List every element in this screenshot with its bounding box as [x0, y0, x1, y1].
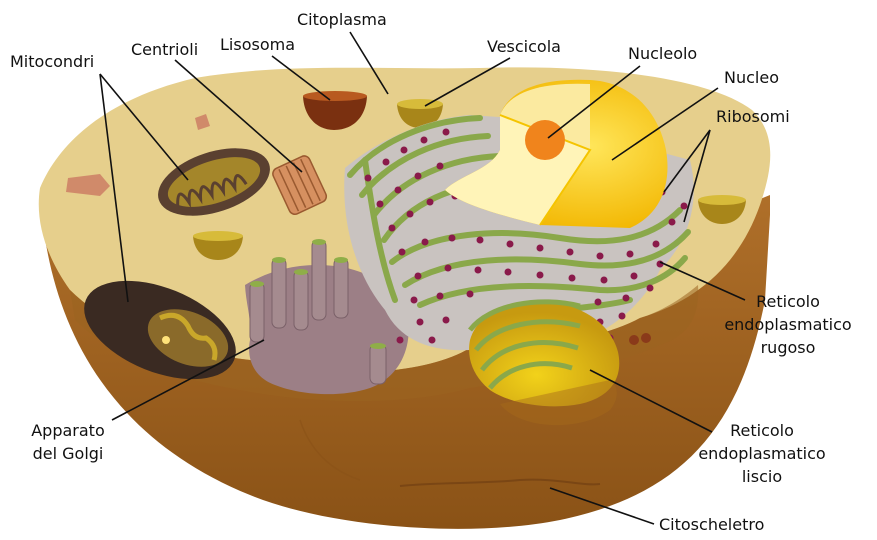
- label-mitocondri: Mitocondri: [10, 52, 94, 71]
- label-reticolo-rugoso-1: Reticolo: [756, 292, 820, 311]
- label-reticolo-liscio-3: liscio: [742, 467, 782, 486]
- ribosome-cluster: [629, 335, 639, 345]
- label-reticolo-rugoso-3: rugoso: [761, 338, 816, 357]
- label-reticolo-rugoso-2: endoplasmatico: [724, 315, 851, 334]
- label-apparato-golgi-2: del Golgi: [33, 444, 104, 463]
- label-reticolo-liscio-1: Reticolo: [730, 421, 794, 440]
- label-lisosoma: Lisosoma: [220, 35, 295, 54]
- label-apparato-golgi-1: Apparato: [31, 421, 105, 440]
- label-citoplasma: Citoplasma: [297, 10, 387, 29]
- label-centrioli: Centrioli: [131, 40, 198, 59]
- label-nucleolo: Nucleolo: [628, 44, 697, 63]
- label-vescicola: Vescicola: [487, 37, 561, 56]
- ribosome-cluster: [641, 333, 651, 343]
- label-citoscheletro: Citoscheletro: [659, 515, 764, 534]
- label-nucleo: Nucleo: [724, 68, 779, 87]
- nucleolus: [525, 120, 565, 160]
- vesicle-rim: [193, 231, 243, 241]
- mitochondrion-granule: [162, 336, 170, 344]
- label-reticolo-liscio-2: endoplasmatico: [698, 444, 825, 463]
- lysosome-rim: [303, 91, 367, 101]
- vesicle-rim: [698, 195, 746, 205]
- label-ribosomi: Ribosomi: [716, 107, 790, 126]
